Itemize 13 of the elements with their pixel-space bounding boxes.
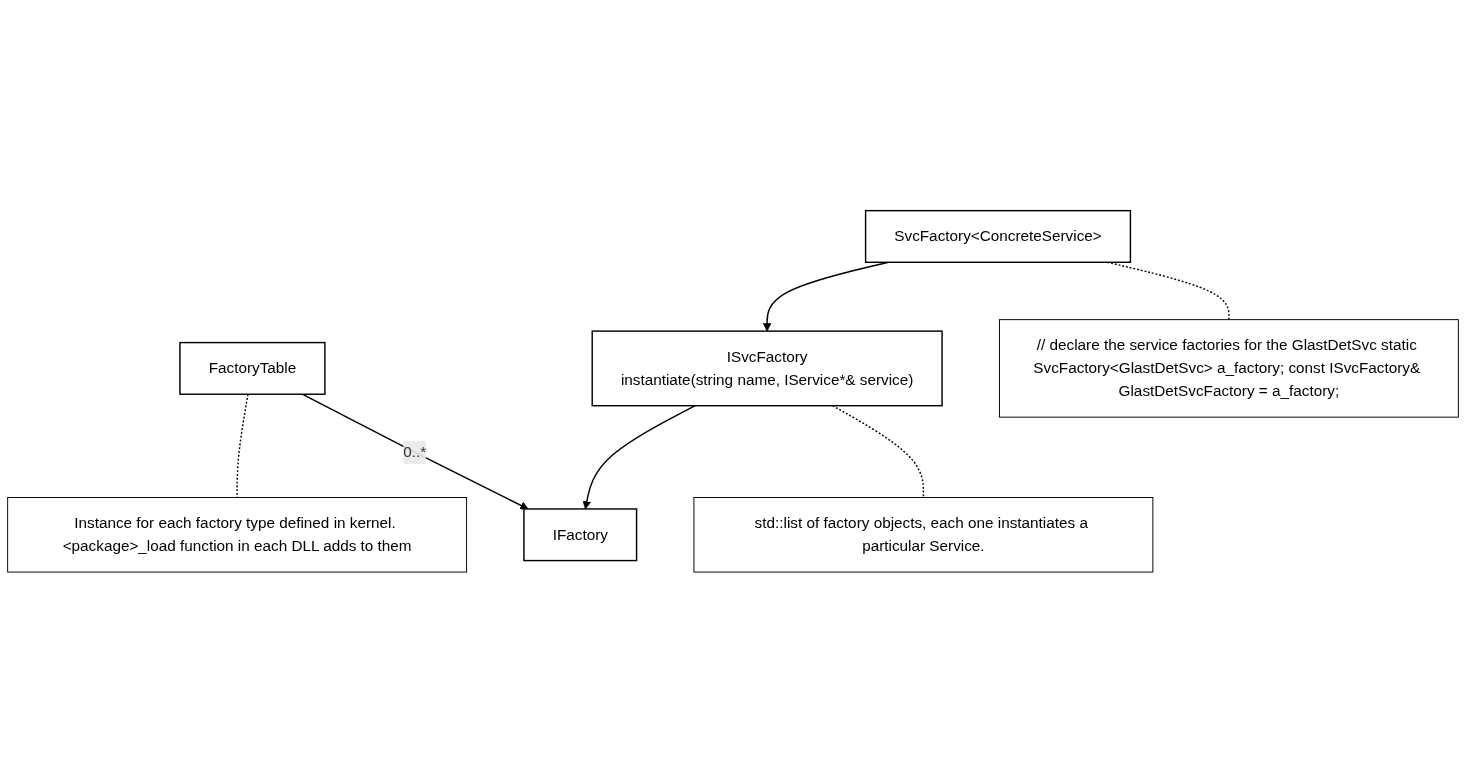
node-box: Instance for each factory type defined in kernel. <package>_load function in each DLL adds to them — [7, 496, 468, 573]
node-box: std::list of factory objects, each one instantiates a particular Service. — [693, 496, 1154, 573]
connector — [236, 393, 249, 498]
arrow — [301, 393, 529, 509]
edge-label: 0..* — [403, 443, 427, 460]
node-box: FactoryTable — [179, 341, 326, 395]
node-box: ISvcFactory instantiate(string name, IService*& service) — [591, 330, 943, 407]
arrow — [582, 404, 696, 509]
node-box: SvcFactory<ConcreteService> — [864, 209, 1132, 263]
node-box: // declare the service factories for the GlastDetSvc static SvcFactory<GlastDetSvc> a_factory; const ISvcFactory& GlastDetSvcFactory = a_factory; — [998, 318, 1459, 418]
node-box: IFactory — [523, 507, 638, 561]
connector — [831, 404, 925, 498]
arrow — [762, 261, 890, 332]
